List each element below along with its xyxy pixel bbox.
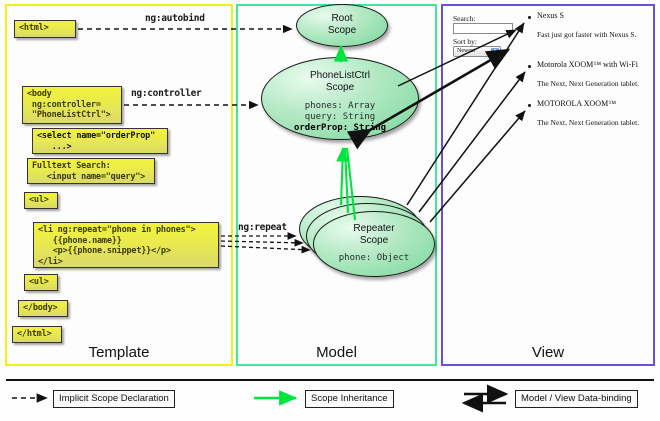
legend-glyph-model-view-data-binding <box>461 384 509 413</box>
list-bullet-icon <box>528 65 531 68</box>
legend-item-model-view-data-binding: Model / View Data-binding <box>515 390 638 408</box>
code-box-html-close: </html> <box>12 326 62 343</box>
list-bullet-icon <box>528 16 531 19</box>
phonelistctrl-scope-prop-orderprop: orderProp: String <box>293 123 387 133</box>
phone-name: Nexus S <box>537 11 564 20</box>
panel-view-title: View <box>531 344 565 361</box>
phone-name: MOTOROLA XOOM™ <box>537 99 617 108</box>
panel-view: View <box>441 4 655 366</box>
connector-label-ng-controller: ng:controller <box>131 88 202 99</box>
phone-snippet: The Next, Next Generation tablet. <box>537 118 640 127</box>
search-input[interactable] <box>453 23 513 34</box>
sort-by-selected-value: Newest <box>457 48 475 54</box>
legend-divider <box>6 379 654 381</box>
code-box-ul-open: <ul> <box>24 192 58 209</box>
panel-template-title: Template <box>88 344 150 361</box>
phone-snippet: The Next, Next Generation tablet. <box>537 79 640 88</box>
code-box-ul-close: <ul> <box>24 274 58 291</box>
phonelistctrl-scope-props: phones: Array query: String <box>304 101 376 122</box>
view-sort-label: Sort by: <box>453 37 477 46</box>
view-search-label: Search: <box>453 14 476 23</box>
connector-label-ng-autobind: ng:autobind <box>145 13 205 24</box>
phone-snippet: Fast just got faster with Nexus S. <box>537 30 637 39</box>
code-box-body-close: </body> <box>18 300 68 317</box>
code-box-html-open: <html> <box>14 20 76 38</box>
list-bullet-icon <box>528 104 531 107</box>
phone-name: Motorola XOOM™ with Wi-Fi <box>537 60 638 69</box>
code-box-select: <select name="orderProp" ...> <box>32 128 168 154</box>
panel-model-title: Model <box>316 344 357 361</box>
legend-item-implicit-scope-declaration: Implicit Scope Declaration <box>53 390 175 408</box>
connector-label-ng-repeat: ng:repeat <box>238 222 287 233</box>
chevron-down-icon[interactable]: ▾ <box>491 48 499 55</box>
sort-by-select[interactable]: Newest ▾ <box>453 46 501 57</box>
legend-item-scope-inheritance: Scope Inheritance <box>305 390 394 408</box>
repeater-scope-props: phone: Object <box>338 253 410 263</box>
code-box-li-repeat: <li ng:repeat="phone in phones"> {{phone… <box>33 222 219 268</box>
code-box-body-open: <body ng:controller= "PhoneListCtrl"> <box>22 86 122 124</box>
code-box-fulltext-search: Fulltext Search: <input name="query"> <box>27 158 155 184</box>
